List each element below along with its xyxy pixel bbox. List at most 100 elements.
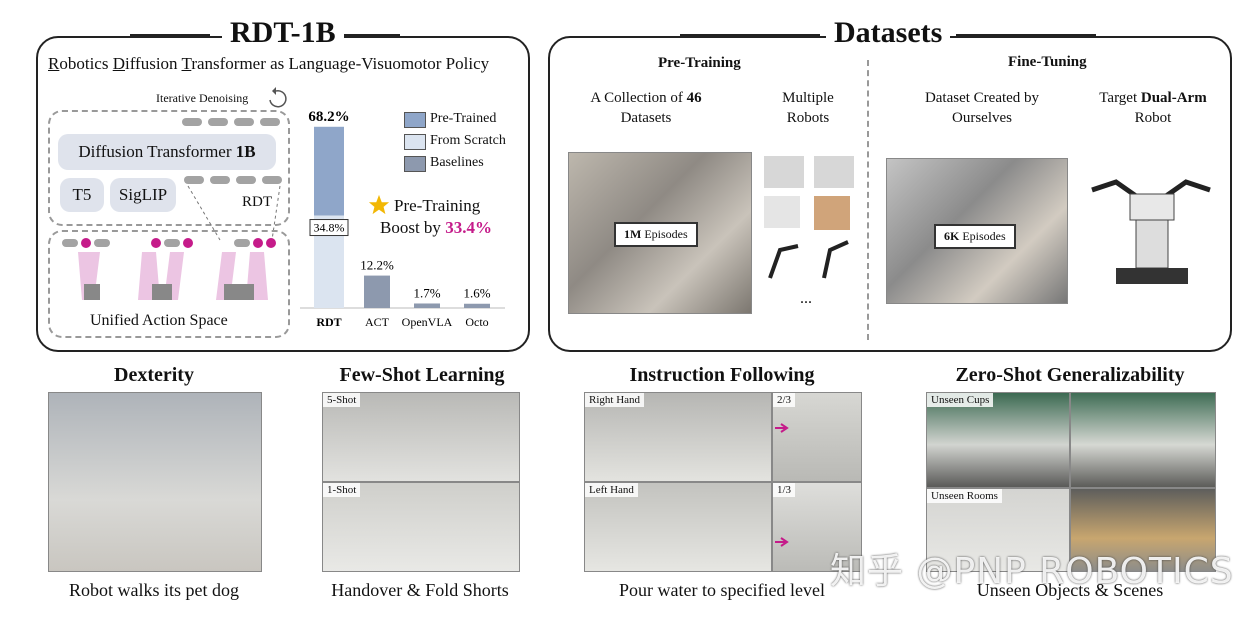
multiple-robots-image (764, 156, 854, 279)
boost-value: 33.4% (445, 218, 492, 237)
bar-value-label: 1.7% (413, 285, 440, 300)
unseen-cups-image-2 (1070, 392, 1216, 488)
token (210, 176, 230, 184)
cup-one-third-image: 1/3 (772, 482, 862, 572)
subtitle-r: R (48, 54, 60, 73)
diffusion-transformer-size: 1B (235, 142, 256, 161)
collection-text: A Collection of (590, 90, 687, 106)
datasets-title-line-right (956, 34, 1096, 36)
scratch-value-label: 34.8% (314, 221, 345, 235)
zero-shot-caption: Unseen Objects & Scenes (976, 580, 1164, 600)
subtitle-iffusion: iffusion (124, 54, 182, 73)
rdt-title: RDT-1B (222, 16, 344, 50)
collection-count: 46 (686, 90, 702, 106)
subtitle-t: T (181, 54, 192, 73)
legend-label-baselines: Baselines (430, 155, 484, 170)
five-shot-tag: 5-Shot (323, 393, 361, 407)
subtitle-rest: ransformer as Language-Visuomotor Policy (191, 54, 490, 73)
bar-rdt-pretrained (314, 126, 344, 216)
episodes-1m-label: Episodes (641, 227, 688, 241)
episodes-1m-badge: 1M Episodes (614, 222, 698, 247)
right-hand-image: Right Hand (584, 392, 772, 482)
input-tokens (184, 176, 282, 184)
left-hand-tag: Left Hand (585, 483, 638, 497)
few-shot-title: Few-Shot Learning (339, 364, 505, 386)
unified-action-space-label: Unified Action Space (90, 312, 228, 329)
watermark: 知乎 @PNP ROBOTICS (830, 551, 1234, 592)
dexterity-caption: Robot walks its pet dog (69, 580, 239, 600)
token (183, 238, 193, 248)
token (184, 176, 204, 184)
one-third-tag: 1/3 (773, 483, 796, 497)
unseen-cups-tag: Unseen Cups (927, 393, 994, 407)
legend-label-scratch: From Scratch (430, 133, 506, 148)
legend-label-pretrained: Pre-Trained (430, 111, 497, 126)
unified-action-space-box (48, 230, 290, 338)
two-thirds-tag: 2/3 (773, 393, 796, 407)
dual-arm-robot-image (1091, 179, 1211, 284)
bar-value-label: 68.2% (308, 109, 349, 125)
datasets-title-line-left (680, 34, 820, 36)
subtitle-obotics: obotics (59, 54, 113, 73)
multiple-robots-caption: Multiple Robots (768, 88, 848, 128)
collection-text-2: Datasets (620, 110, 672, 126)
rdt-title-line-left (130, 34, 210, 36)
token (151, 238, 161, 248)
token (266, 238, 276, 248)
target-text: Target (1099, 90, 1141, 106)
unseen-rooms-image-2 (1070, 488, 1216, 572)
diffusion-transformer-box: Diffusion Transformer 1B (58, 134, 276, 170)
token (208, 118, 228, 126)
action-token-row (62, 238, 276, 248)
datasets-title: Datasets (826, 16, 951, 50)
bar-value-label: 1.6% (463, 286, 490, 301)
cup-two-thirds-image: 2/3 (772, 392, 862, 482)
projection-lines (187, 185, 281, 241)
target-robot-caption: Target Dual-Arm Robot (1078, 88, 1228, 128)
unseen-cups-image-1: Unseen Cups (926, 392, 1070, 488)
target-text-2: Robot (1134, 110, 1172, 126)
token (164, 239, 180, 247)
bar-openvla (414, 303, 440, 308)
one-shot-tag: 1-Shot (323, 483, 361, 497)
episodes-6k-label: Episodes (959, 229, 1006, 243)
pretraining-heading: Pre-Training (658, 55, 741, 71)
bar-value-label: 12.2% (360, 258, 394, 273)
finetuning-heading: Fine-Tuning (1008, 54, 1087, 70)
siglip-box: SigLIP (110, 178, 176, 212)
pretraining-boost-line2: Boost by 33.4% (380, 218, 492, 238)
dataset-created-line1: Dataset Created by (924, 90, 1040, 106)
pretraining-boost-line1: Pre-Training (394, 196, 481, 215)
token (253, 238, 263, 248)
panel-divider (867, 60, 869, 340)
bar-category-label: OpenVLA (402, 315, 453, 329)
bar-act (364, 275, 390, 308)
robots-ellipsis: ... (800, 290, 812, 307)
token (234, 239, 250, 247)
token (182, 118, 202, 126)
collection-caption: A Collection of 46 Datasets (566, 88, 726, 128)
dataset-created-line2: Ourselves (952, 110, 1012, 126)
instruction-caption: Pour water to specified level (619, 580, 825, 600)
left-hand-image: Left Hand (584, 482, 772, 572)
legend-swatch-scratch (404, 134, 426, 150)
token (81, 238, 91, 248)
unseen-rooms-tag: Unseen Rooms (927, 489, 1002, 503)
scratch-value-box (309, 219, 349, 237)
episodes-6k-badge: 6K Episodes (934, 224, 1016, 249)
loop-arrow-icon (269, 87, 287, 108)
boost-by-label: Boost by (380, 218, 446, 237)
dexterity-title: Dexterity (114, 364, 194, 386)
diffusion-transformer-label: Diffusion Transformer (78, 142, 236, 161)
right-hand-tag: Right Hand (585, 393, 645, 407)
rdt-title-line-right (340, 34, 400, 36)
token (260, 118, 280, 126)
token (234, 118, 254, 126)
instruction-title: Instruction Following (629, 364, 815, 386)
dexterity-image (48, 392, 262, 572)
one-shot-image: 1-Shot (322, 482, 520, 572)
token (262, 176, 282, 184)
token (94, 239, 110, 247)
bar-category-label: RDT (316, 315, 341, 329)
rdt-subtitle: Robotics Diffusion Transformer as Langua… (48, 54, 489, 74)
